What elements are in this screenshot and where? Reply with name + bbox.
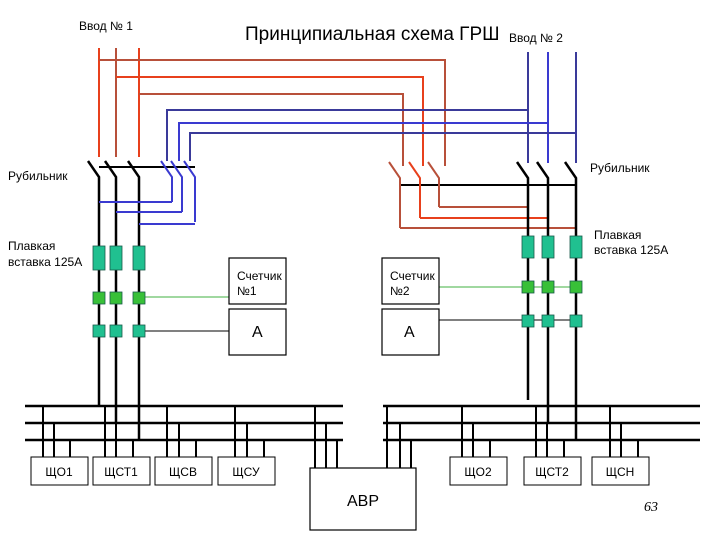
panel-box	[30, 456, 89, 486]
avr-box	[309, 467, 417, 531]
page-number: 63	[644, 500, 658, 515]
switch-right-label: Рубильник	[590, 161, 650, 175]
fuse-right-label-2: вставка 125А	[594, 243, 668, 257]
fuse-right	[569, 235, 583, 259]
ammeter-tap-right	[569, 314, 583, 328]
ammeter-tap-left	[132, 324, 146, 338]
meter2-label-2: №2	[390, 284, 410, 298]
meter1-box	[228, 257, 287, 305]
wires	[25, 48, 700, 468]
ammeter1-label: А	[252, 324, 263, 341]
fuse-right-label-1: Плавкая	[594, 228, 641, 242]
ammeter-tap-right	[541, 314, 555, 328]
ammeter2-box	[381, 308, 440, 356]
switch-left-label: Рубильник	[8, 169, 68, 183]
panel-box	[154, 456, 213, 486]
switch-left-blade	[126, 160, 141, 400]
fuse-left-label-2: вставка 125А	[8, 255, 82, 269]
meter2-label-1: Счетчик	[390, 269, 436, 283]
meter1-label-2: №1	[237, 284, 257, 298]
ammeter-tap-left	[92, 324, 106, 338]
fuse-left	[92, 245, 106, 271]
panel-label: ЩСТ1	[104, 465, 138, 479]
panel-label: ЩО2	[464, 465, 492, 479]
panel-label: ЩСН	[606, 465, 635, 479]
panel-box	[449, 456, 508, 486]
meter-tap-right	[541, 280, 555, 294]
input2-label: Ввод № 2	[509, 31, 563, 45]
meter1-label-1: Счетчик	[237, 269, 283, 283]
panel-box	[591, 456, 650, 486]
panel-label: ЩО1	[45, 465, 73, 479]
meter-tap-right	[569, 280, 583, 294]
input2-crossfeed-wire	[178, 122, 548, 161]
panel-label: ЩСТ2	[535, 465, 569, 479]
panel-box	[92, 456, 151, 486]
input1-label: Ввод № 1	[79, 19, 133, 33]
components	[92, 235, 583, 338]
switch-left-reserve-blade	[160, 160, 173, 202]
meter-tap-left	[92, 291, 106, 305]
switch-right-reserve-blade	[427, 161, 440, 207]
panel-box	[217, 456, 276, 486]
meter-tap-left	[132, 291, 146, 305]
input1-crossfeed-wire	[116, 76, 424, 166]
avr-label: АВР	[347, 493, 379, 510]
ammeter-tap-right	[521, 314, 535, 328]
switch-right-reserve-blade	[408, 161, 421, 218]
panel-label: ЩСВ	[169, 465, 197, 479]
switch-left-reserve-blade	[183, 160, 196, 222]
switch-left-blade	[103, 160, 118, 400]
fuse-left-label-1: Плавкая	[8, 239, 55, 253]
meter-tap-right	[521, 280, 535, 294]
panel-label: ЩСУ	[232, 465, 260, 479]
meter2-box	[381, 257, 440, 305]
fuse-right	[541, 235, 555, 259]
input2-crossfeed-wire	[166, 109, 528, 161]
panel-box	[523, 456, 582, 486]
meter-tap-left	[109, 291, 123, 305]
fuse-left	[109, 245, 123, 271]
input1-crossfeed-wire	[139, 93, 404, 166]
ammeter2-label: А	[404, 324, 415, 341]
switch-left-blade	[86, 160, 101, 400]
diagram-title: Принципиальная схема ГРШ	[245, 24, 500, 45]
ammeter1-box	[228, 308, 287, 356]
fuse-right	[521, 235, 535, 259]
switch-right-reserve-blade	[388, 161, 401, 228]
fuse-left	[132, 245, 146, 271]
input2-crossfeed-wire	[189, 132, 576, 161]
input1-crossfeed-wire	[99, 59, 446, 166]
ammeter-tap-left	[109, 324, 123, 338]
switch-left-reserve-blade	[170, 160, 183, 212]
